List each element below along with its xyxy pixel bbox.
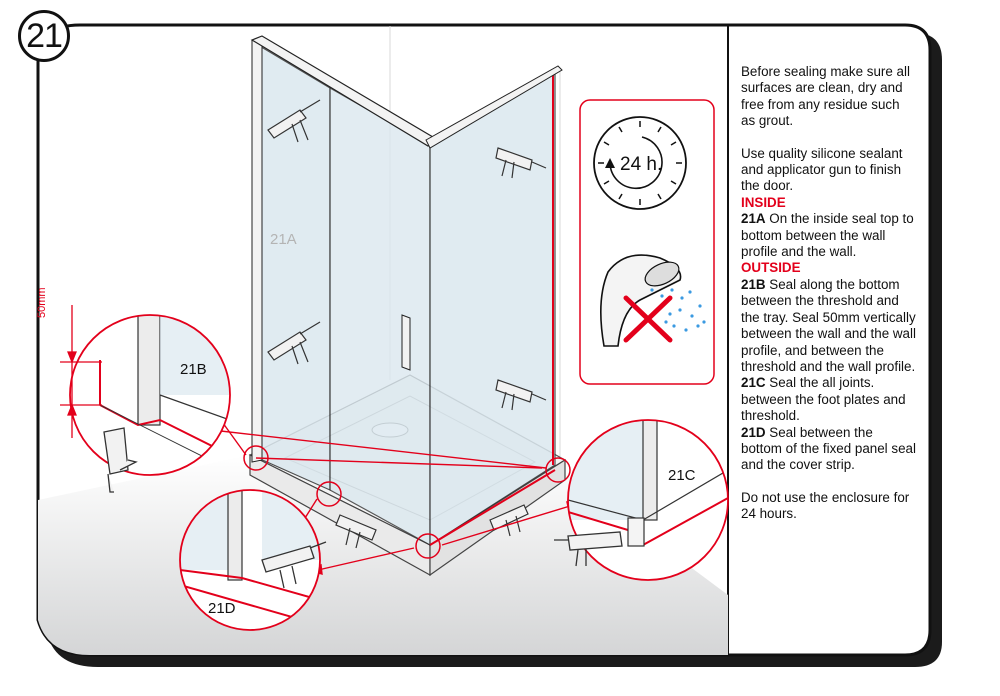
instruction-text: Before sealing make sure all surfaces ar… [741, 64, 917, 523]
desc-21c: Seal the all joints. between the foot pl… [741, 375, 906, 424]
detail-21b [69, 314, 231, 476]
label-21a: 21A [270, 231, 297, 248]
silicone-gun-icon [103, 427, 138, 493]
silicone-gun-icon [267, 99, 547, 549]
step-21d-text: 21D Seal between the bottom of the fixed… [741, 425, 917, 474]
measure-50mm [60, 305, 102, 438]
cure-time-label: 24 h. [620, 154, 663, 175]
side-panel-left [251, 37, 331, 491]
code-21d: 21D [741, 424, 766, 440]
warning-text: Do not use the enclosure for 24 hours. [741, 489, 910, 522]
step-21a-text: 21A On the inside seal top to bottom bet… [741, 211, 917, 260]
no-water-cross-icon [623, 295, 673, 343]
desc-21b: Seal along the bottom between the thresh… [741, 276, 916, 374]
step-number: 21 [18, 10, 70, 62]
side-panel-right [425, 65, 563, 547]
clock-icon [593, 116, 687, 210]
inside-heading: INSIDE [741, 194, 786, 210]
label-21b: 21B [180, 361, 207, 378]
label-21c: 21C [668, 467, 696, 484]
silicone-gun-icon [554, 531, 623, 567]
code-21b: 21B [741, 276, 766, 292]
measure-label: 50mm [36, 287, 48, 318]
desc-21d: Seal between the bottom of the fixed pan… [741, 424, 916, 473]
intro-paragraph: Before sealing make sure all surfaces ar… [741, 64, 910, 129]
sealant-paragraph: Use quality silicone sealant and applica… [741, 145, 903, 194]
code-21a: 21A [741, 211, 766, 227]
cure-info-box [579, 99, 715, 385]
step-21b-text: 21B Seal along the bottom between the th… [741, 277, 917, 375]
code-21c: 21C [741, 375, 766, 391]
label-21d: 21D [208, 600, 236, 617]
detail-21d [179, 489, 327, 631]
desc-21a: On the inside seal top to bottom between… [741, 211, 914, 260]
detail-21c [567, 419, 729, 581]
step-21c-text: 21C Seal the all joints. between the foo… [741, 375, 917, 424]
door-panel [329, 86, 431, 547]
outside-heading: OUTSIDE [741, 260, 801, 276]
